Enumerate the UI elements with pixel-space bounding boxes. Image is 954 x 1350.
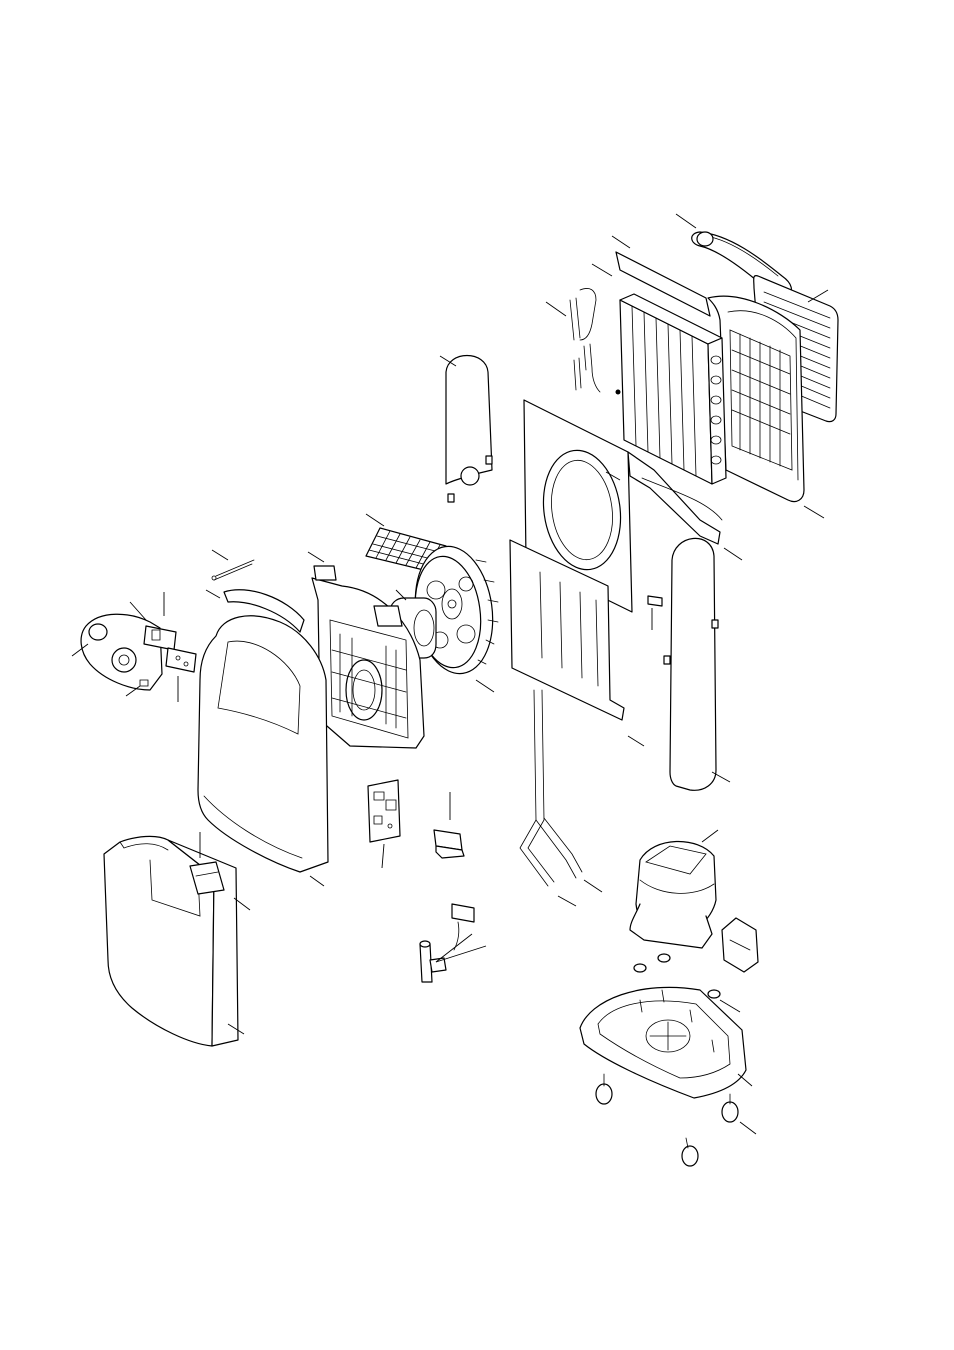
level-sensor	[190, 862, 224, 894]
left-side-panel	[664, 538, 718, 790]
switch-block	[144, 626, 196, 672]
base-pan	[580, 987, 746, 1098]
fan-shroud-bracket	[510, 400, 722, 720]
valve-assembly	[420, 941, 446, 982]
drain-pipe	[520, 690, 582, 886]
pcb-relay-board	[368, 780, 400, 842]
rear-panel-frame	[708, 296, 804, 501]
float-switch	[648, 596, 662, 606]
blower-housing	[312, 566, 424, 748]
connector-plug	[452, 904, 474, 950]
water-tank	[104, 836, 238, 1046]
overload-protector	[722, 918, 758, 972]
deflector-strip	[212, 560, 254, 580]
evaporator-coil	[616, 252, 727, 484]
capacitor	[434, 830, 464, 858]
capillary-tubes	[570, 288, 600, 392]
caster	[596, 1074, 738, 1166]
control-panel	[81, 614, 162, 690]
right-side-panel	[446, 356, 492, 503]
rubber-grommet	[634, 954, 720, 998]
front-cabinet	[198, 590, 328, 872]
callout-leader-lines	[72, 214, 828, 1134]
compressor	[630, 841, 716, 948]
